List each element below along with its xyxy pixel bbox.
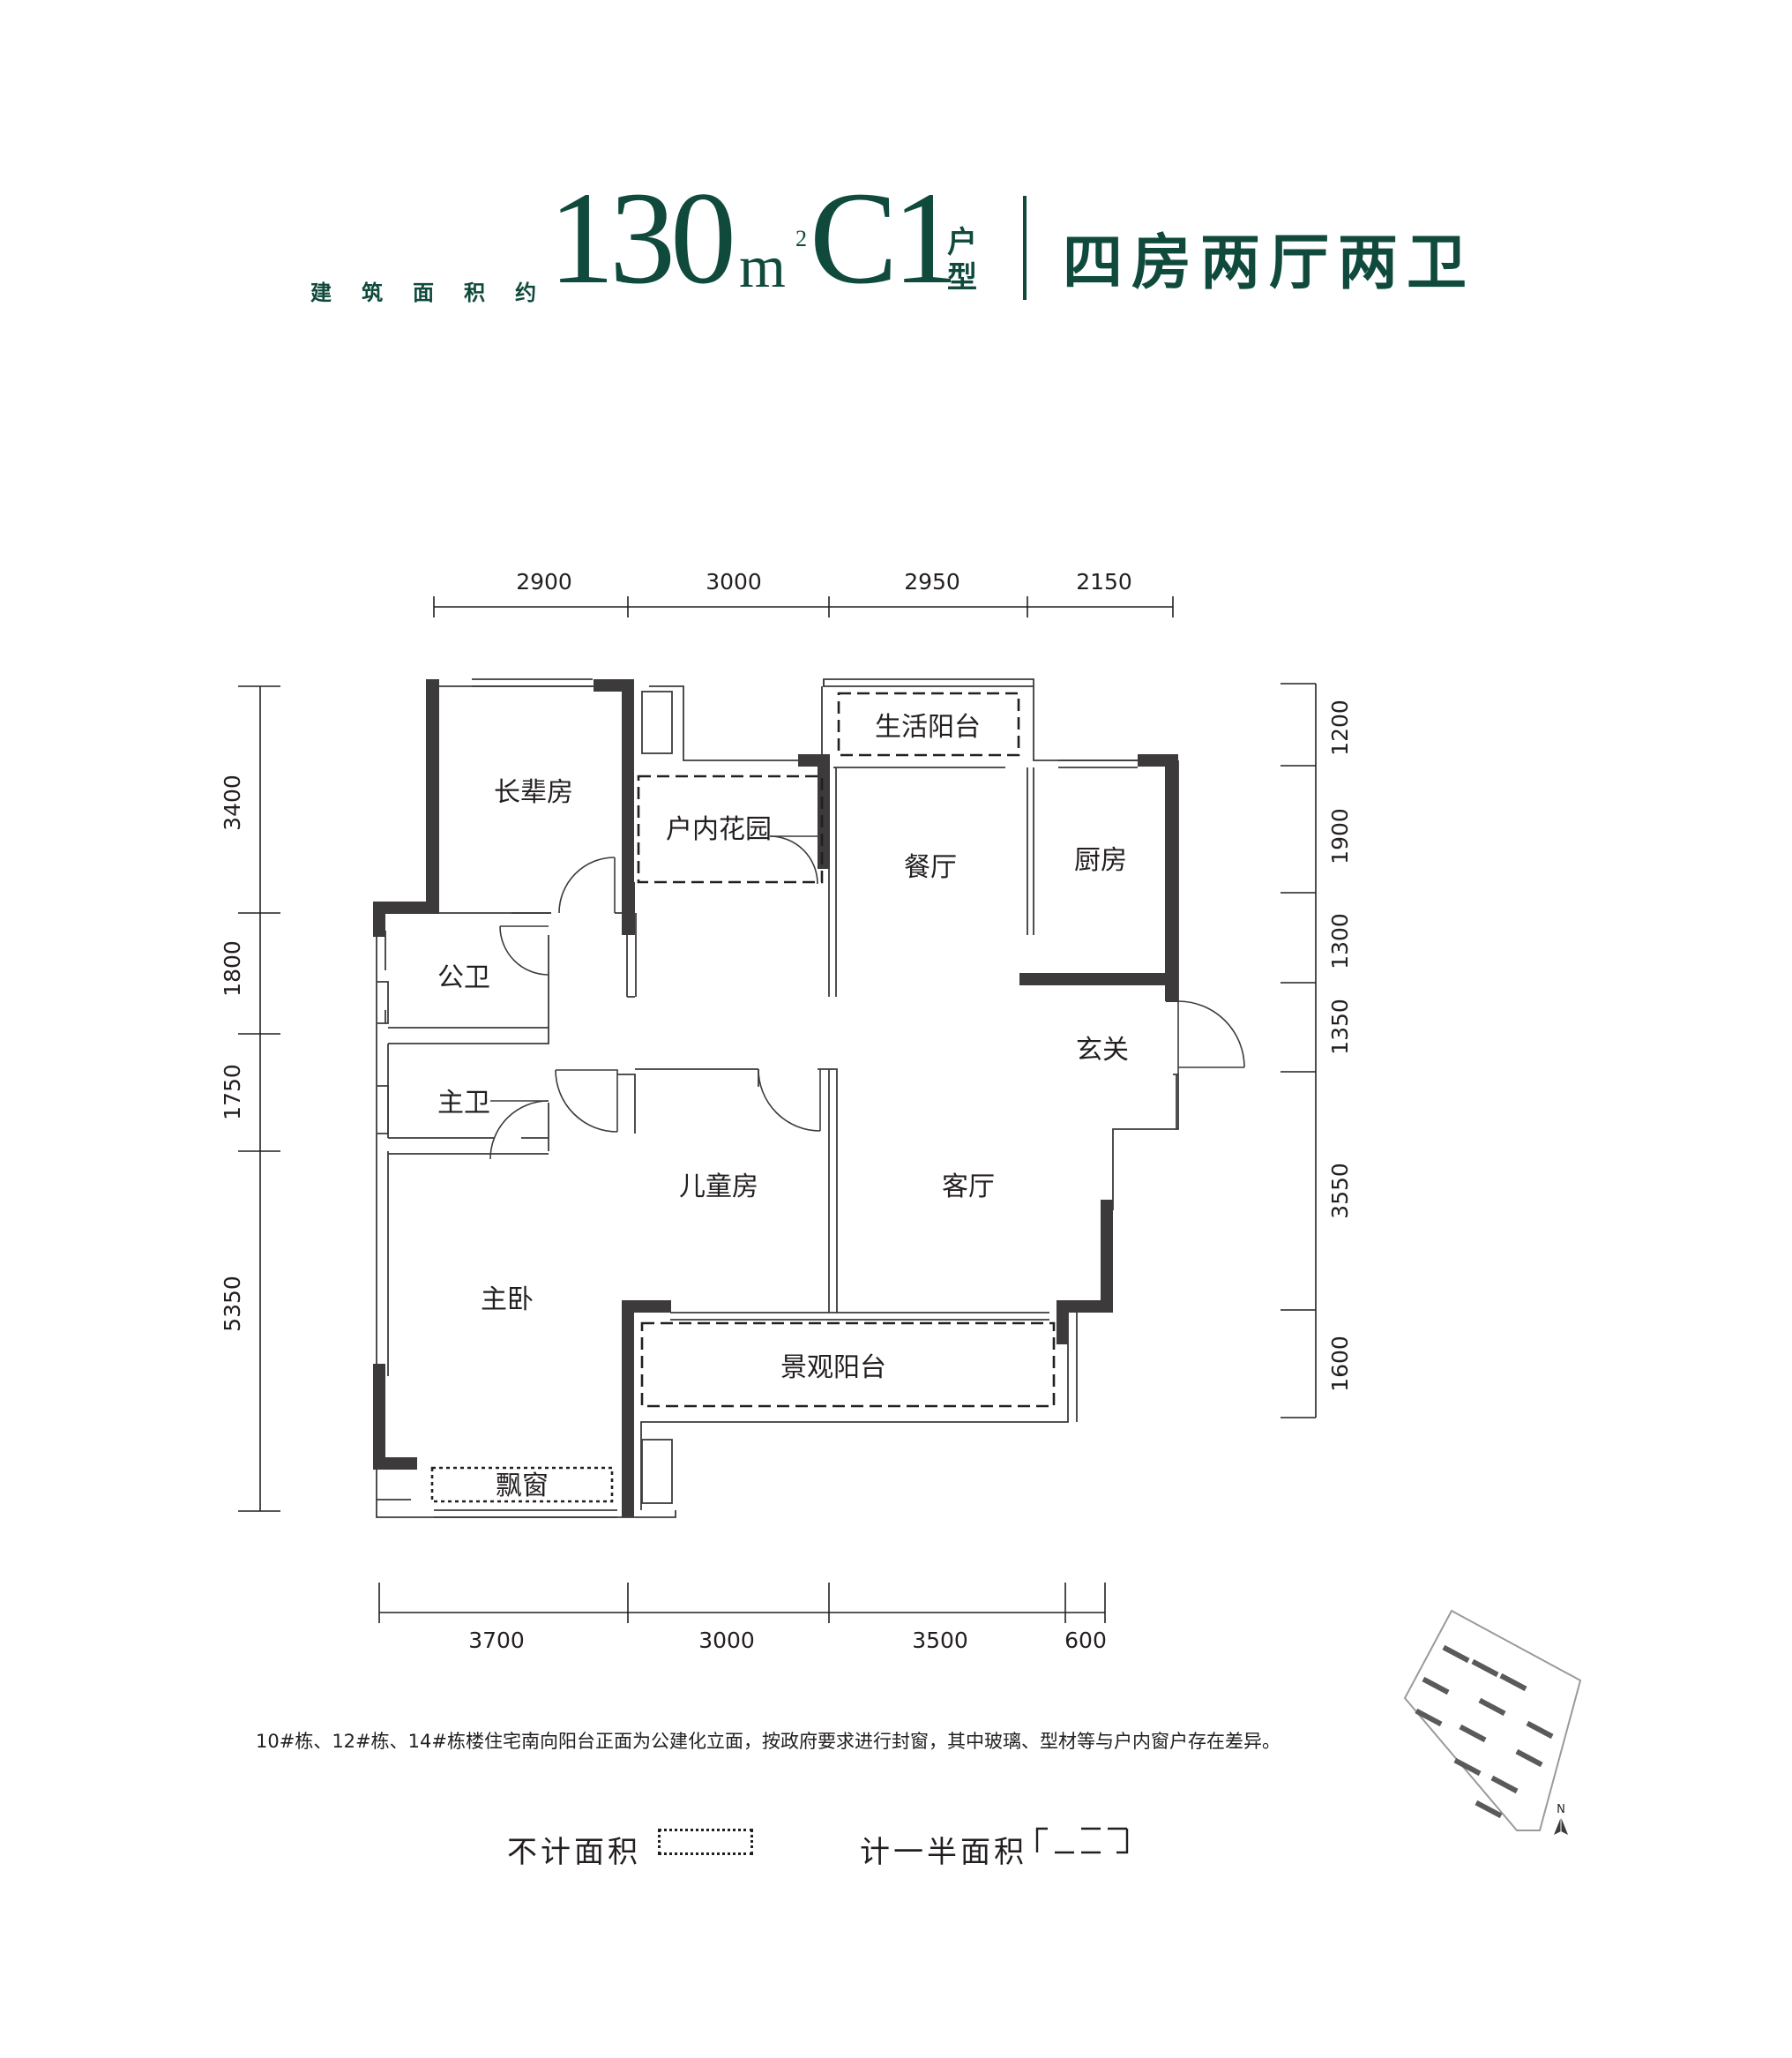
room-living: 客厅 xyxy=(942,1171,995,1202)
room-elder-room: 长辈房 xyxy=(494,777,573,808)
dimension-lines xyxy=(238,596,1317,1623)
legend-half-area-symbol xyxy=(1035,1827,1129,1854)
legend-half-area-label: 计一半面积 xyxy=(860,1835,1027,1870)
dim-left-1: 3400 xyxy=(220,775,245,831)
header-divider xyxy=(1023,196,1027,300)
structural-walls xyxy=(373,679,1178,1517)
area-unit-superscript: 2 xyxy=(795,226,807,251)
area-number: 130 xyxy=(549,165,736,311)
room-foyer: 玄关 xyxy=(1076,1035,1129,1066)
room-kids-room: 儿童房 xyxy=(679,1171,758,1202)
room-master-bedroom: 主卧 xyxy=(481,1284,534,1315)
dim-bottom-4: 600 xyxy=(1064,1628,1107,1653)
dim-top-2: 3000 xyxy=(706,569,762,595)
room-kitchen: 厨房 xyxy=(1074,845,1127,876)
dim-right-1: 1200 xyxy=(1327,700,1353,756)
dim-bottom-2: 3000 xyxy=(698,1628,755,1653)
north-compass-icon xyxy=(1554,1817,1568,1835)
dim-right-3: 1300 xyxy=(1327,913,1353,969)
half-area-outlines xyxy=(637,692,1056,1408)
site-plan-thumbnail xyxy=(1403,1609,1582,1831)
dim-right-5: 3550 xyxy=(1327,1163,1353,1219)
thin-walls xyxy=(376,678,1179,1518)
legend-excluded-area-label: 不计面积 xyxy=(507,1835,641,1870)
room-master-bath: 主卫 xyxy=(437,1088,490,1119)
dim-top-3: 2950 xyxy=(904,569,960,595)
room-public-bath: 公卫 xyxy=(437,962,490,993)
dim-right-2: 1900 xyxy=(1327,808,1353,864)
compass-label: N xyxy=(1557,1803,1565,1816)
room-indoor-garden: 户内花园 xyxy=(666,814,772,845)
dim-left-3: 1750 xyxy=(220,1064,245,1120)
bay-window-outline xyxy=(430,1466,614,1503)
area-unit: m xyxy=(739,233,786,300)
doors xyxy=(489,835,1245,1160)
unit-type-suffix-2: 型 xyxy=(947,260,977,296)
dim-bottom-3: 3500 xyxy=(912,1628,968,1653)
dim-left-2: 1800 xyxy=(220,940,245,997)
room-view-balcony: 景观阳台 xyxy=(780,1352,886,1383)
unit-type-suffix-1: 户 xyxy=(947,225,977,260)
layout-description: 四房两厅两卫 xyxy=(1063,228,1476,298)
area-label: 建筑面积约 xyxy=(310,280,566,305)
dim-top-4: 2150 xyxy=(1076,569,1132,595)
dim-left-4: 5350 xyxy=(220,1276,245,1332)
legend-excluded-area-symbol xyxy=(658,1829,753,1855)
room-bay-window: 飘窗 xyxy=(496,1471,549,1501)
dim-bottom-1: 3700 xyxy=(468,1628,525,1653)
dim-top-1: 2900 xyxy=(516,569,572,595)
dim-right-4: 1350 xyxy=(1327,999,1353,1055)
dim-right-6: 1600 xyxy=(1327,1336,1353,1392)
unit-type-code: C1 xyxy=(810,165,959,311)
room-dining: 餐厅 xyxy=(904,852,957,883)
facade-note: 10#栋、12#栋、14#栋楼住宅南向阳台正面为公建化立面，按政府要求进行封窗，… xyxy=(256,1731,1281,1752)
room-utility-balcony: 生活阳台 xyxy=(875,712,981,743)
